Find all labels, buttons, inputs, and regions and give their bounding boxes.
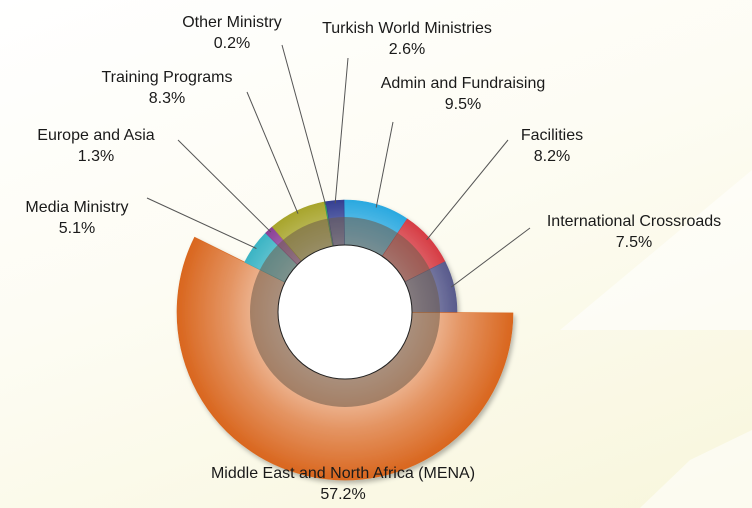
leader-line	[375, 121, 394, 208]
slice-label: Middle East and North Africa (MENA)	[211, 465, 475, 482]
slice-value-label: 5.1%	[59, 220, 95, 237]
slice-value-label: 8.2%	[534, 148, 570, 165]
slice-value-label: 0.2%	[214, 35, 250, 52]
background-shape	[560, 170, 752, 330]
leader-line	[246, 91, 299, 214]
slice-value-label: 7.5%	[616, 234, 652, 251]
slice-value-label: 1.3%	[78, 148, 114, 165]
slice-label: Training Programs	[101, 69, 232, 86]
slice-label: Europe and Asia	[37, 127, 155, 144]
background-shape	[640, 430, 752, 508]
donut-hole	[277, 244, 413, 380]
slice-label: Turkish World Ministries	[322, 20, 492, 37]
slice-value-label: 9.5%	[445, 96, 481, 113]
leader-line	[177, 139, 272, 233]
slice-value-label: 8.3%	[149, 90, 185, 107]
leader-line	[146, 197, 257, 249]
slice-value-label: 2.6%	[389, 41, 425, 58]
slice-label: International Crossroads	[547, 213, 721, 230]
slice-label: Facilities	[521, 127, 583, 144]
slice-label: Admin and Fundraising	[381, 75, 546, 92]
leader-line	[450, 227, 531, 288]
slice-value-label: 57.2%	[320, 486, 365, 503]
leader-line	[281, 44, 327, 205]
slice-label: Media Ministry	[25, 199, 128, 216]
leader-line	[426, 139, 509, 241]
slice-label: Other Ministry	[182, 14, 282, 31]
leader-line	[334, 57, 349, 204]
